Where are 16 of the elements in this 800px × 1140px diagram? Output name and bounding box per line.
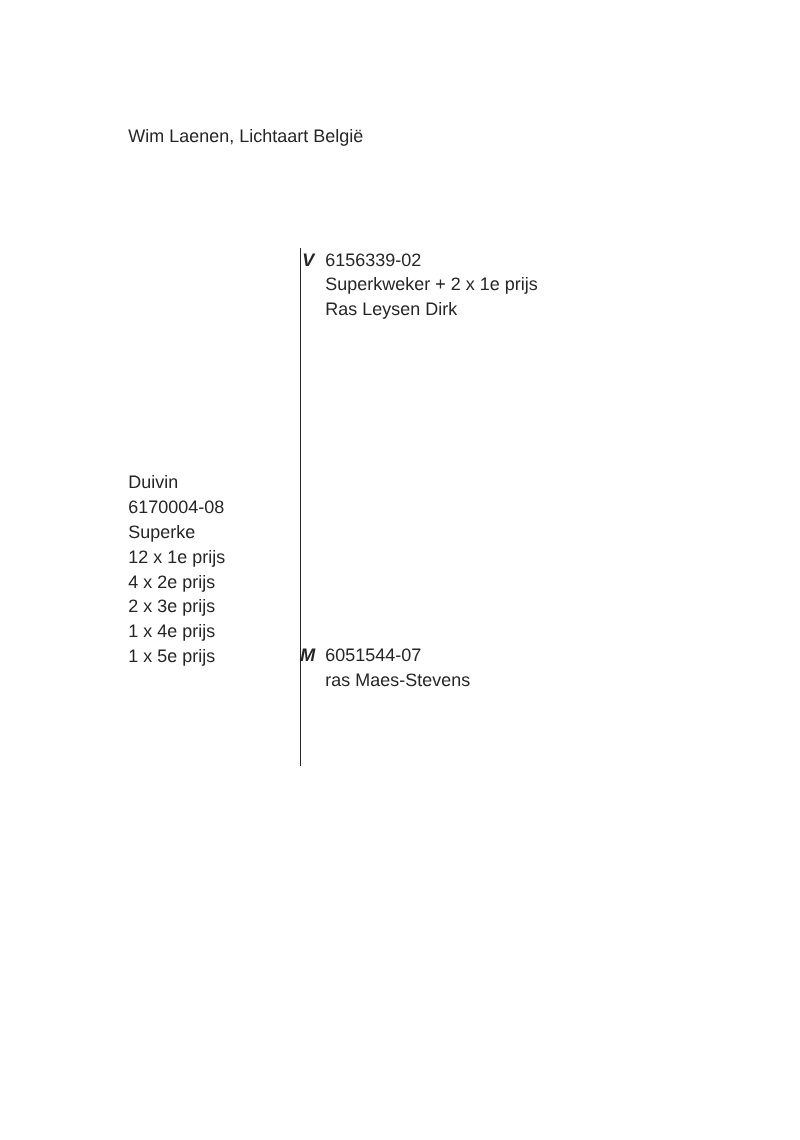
prize-record: 4 x 2e prijs — [128, 574, 215, 592]
ring-number: 6170004-08 — [129, 500, 224, 514]
sex-marker: M — [300, 648, 316, 661]
lineage-text: ras Maes-Stevens — [326, 673, 470, 687]
lineage-text: Ras Leysen Dirk — [326, 301, 458, 319]
prize-record: 2 x 3e prijs — [129, 598, 215, 616]
prize-record: 1 x 4e prijs — [129, 623, 215, 641]
prize-record: 1 x 5e prijs — [129, 648, 215, 666]
prize-record: 12 x 1e prijs — [129, 549, 225, 567]
prize-record: Superkweker + 2 x 1e prijs — [326, 276, 538, 294]
heading-text: Wim Laenen, Lichtaart België — [128, 128, 363, 146]
ring-number: 6051544-07 — [326, 648, 421, 662]
ring-number: 6156339-02 — [326, 253, 421, 267]
sex-marker: V — [303, 253, 316, 266]
pigeon-name: Superke — [129, 524, 195, 542]
pigeon-sex: Duivin — [129, 474, 178, 489]
